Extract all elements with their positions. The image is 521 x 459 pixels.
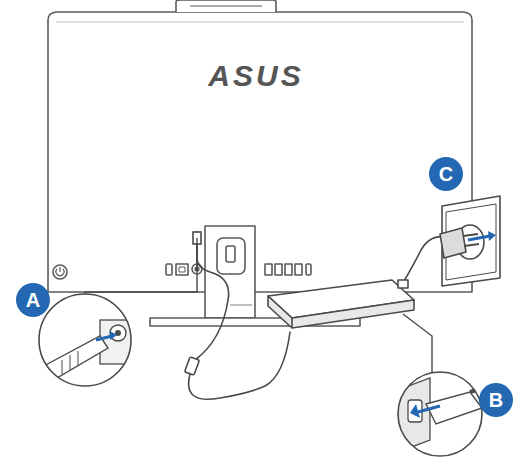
brand-logo: ASUS: [208, 59, 303, 93]
callout-letter: C: [439, 164, 453, 184]
callout-letter: B: [489, 390, 503, 410]
callout-circle: B: [479, 383, 513, 417]
callout-letter: A: [26, 290, 40, 310]
callout-circle: A: [16, 283, 50, 317]
callout-circle: C: [429, 157, 463, 191]
